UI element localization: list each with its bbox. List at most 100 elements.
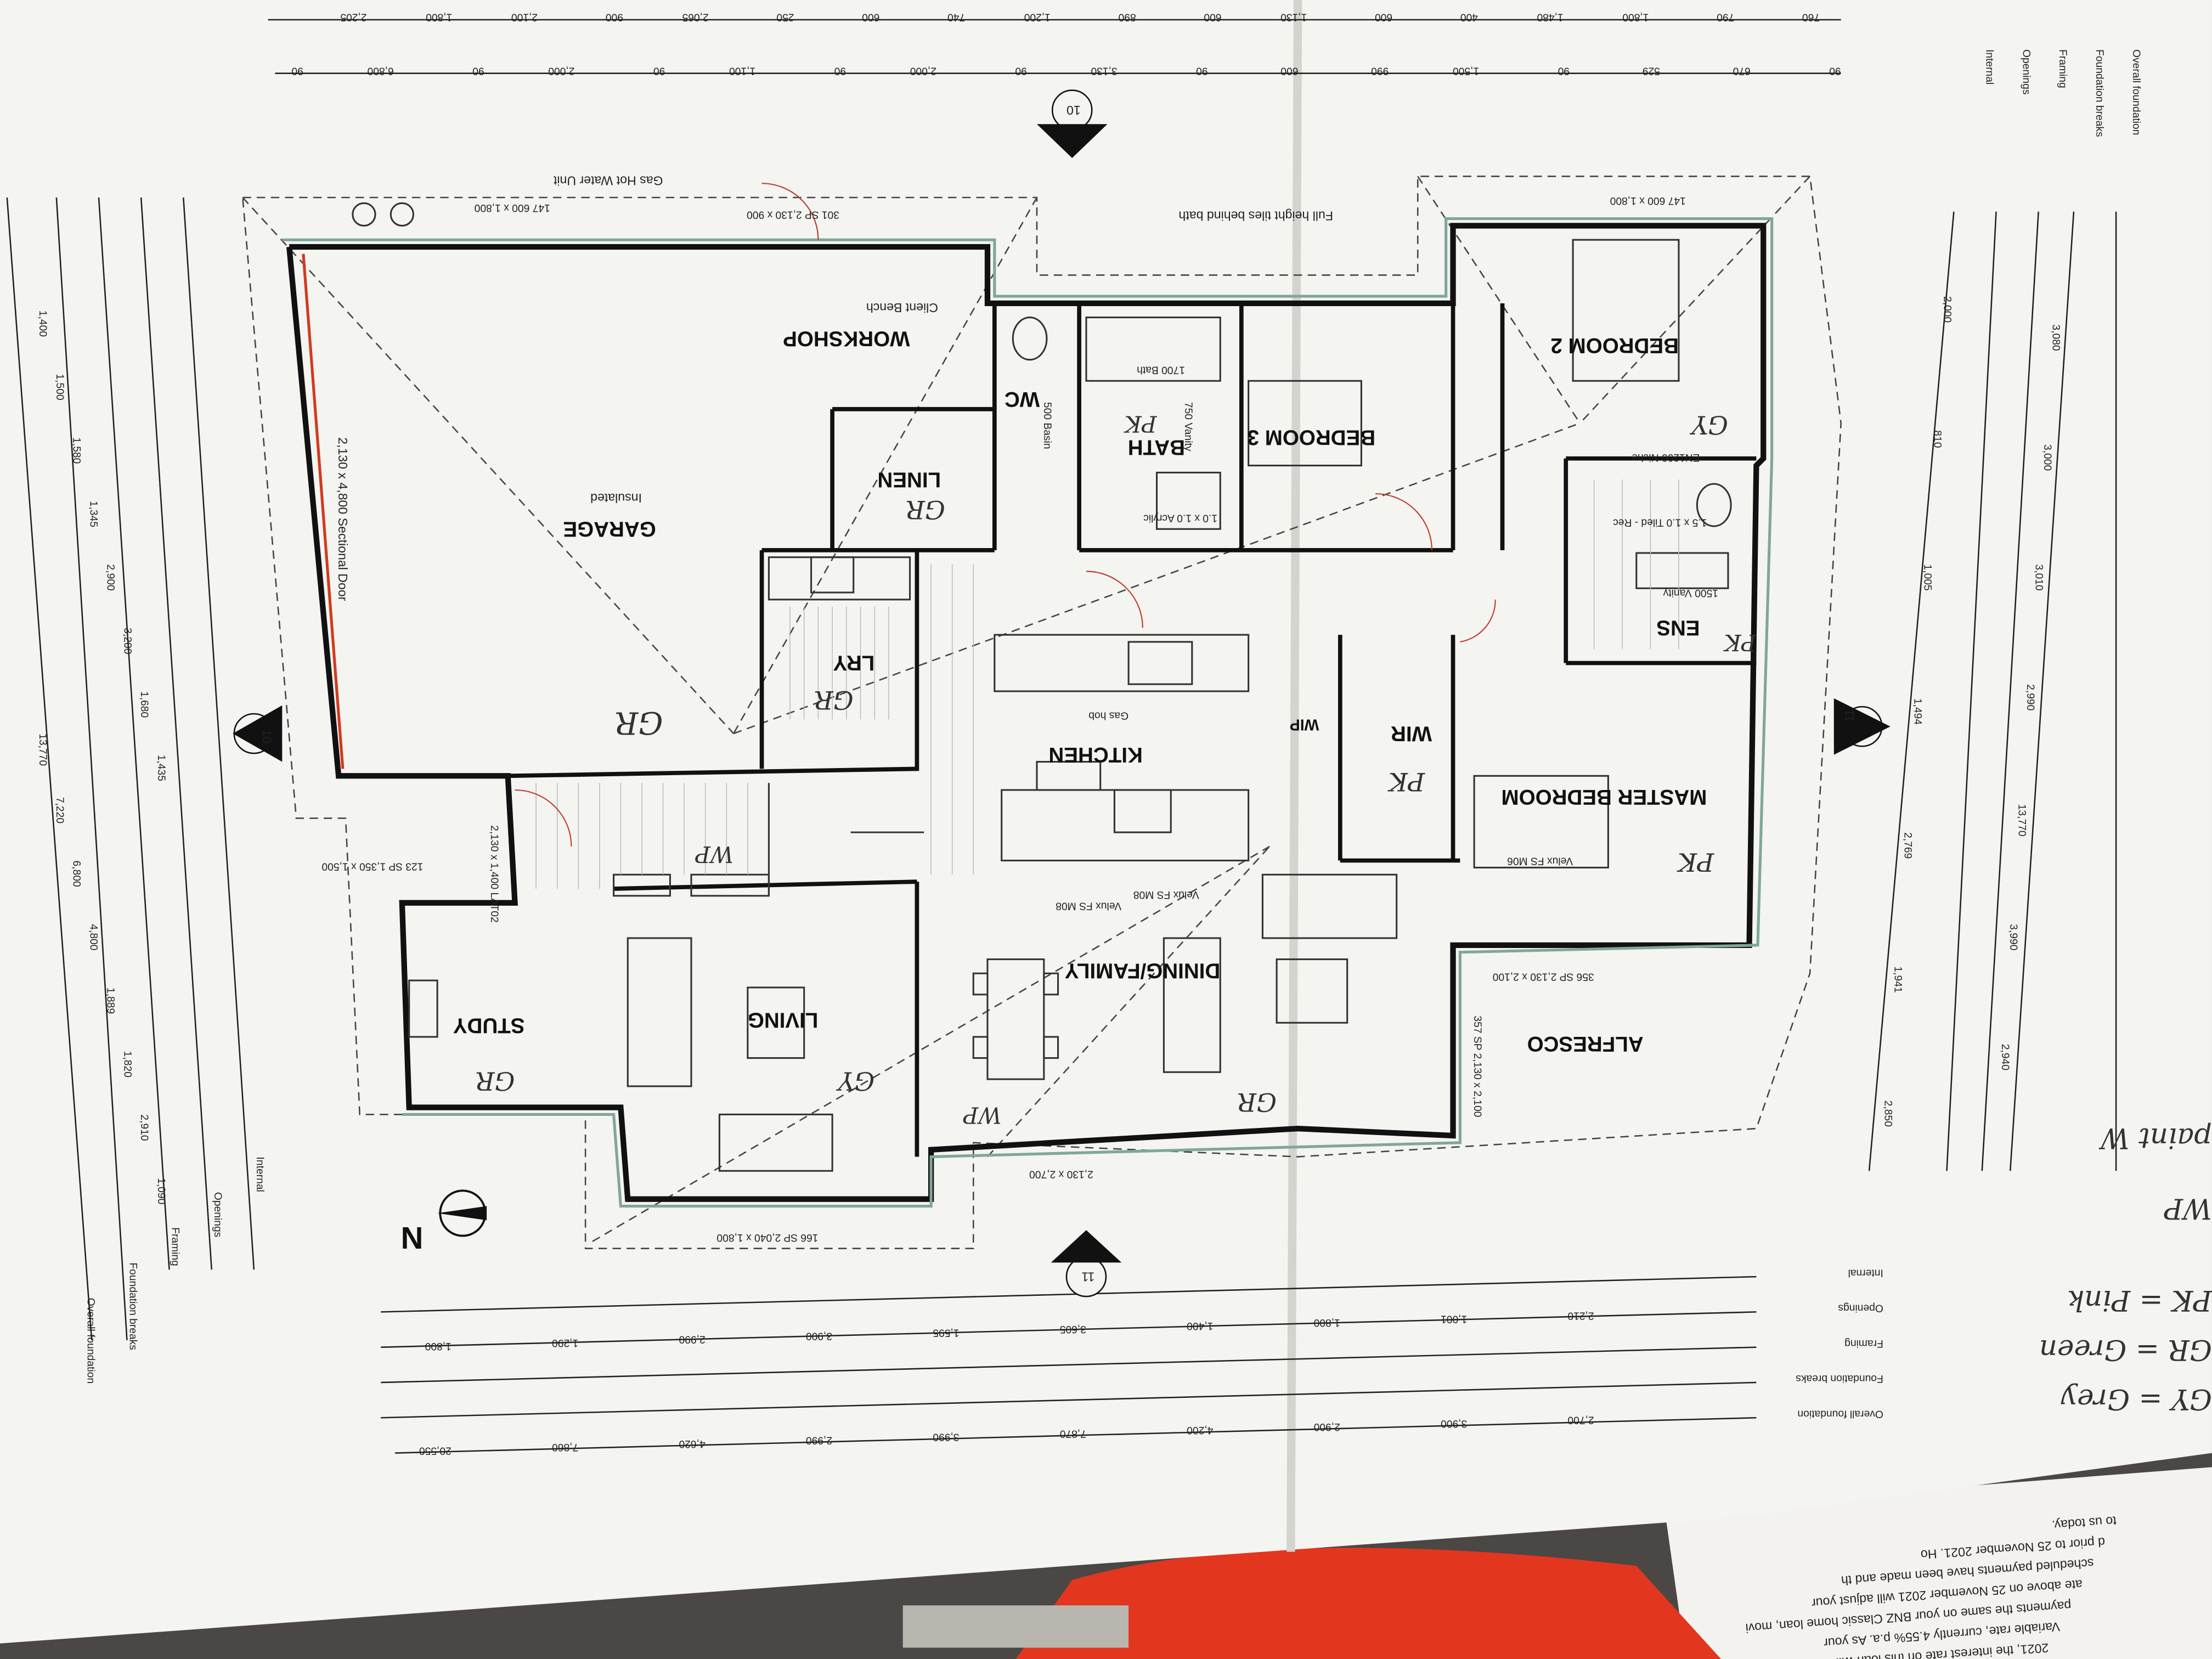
right-labels-item: Openings (2020, 49, 2032, 94)
top-int-text-item: 90 (1829, 65, 1841, 76)
top-open-text-item: 890 (1119, 12, 1136, 23)
note-window-166: 166 SP 2,040 x 1,800 (716, 1232, 818, 1243)
top-open-text-item: 400 (1460, 12, 1478, 23)
bottom-labels-item: Openings (1838, 1302, 1883, 1314)
bottom-labels-item: Framing (1844, 1338, 1883, 1349)
note-sp-356: 356 SP 2,130 x 2,100 (1493, 970, 1594, 982)
hw-gr-lry: GR (814, 685, 854, 715)
bottom-text-item: 7,860 (552, 1441, 578, 1453)
note-gas-hob: Gas hob (1088, 710, 1128, 721)
right-fr-text-item: 3,000 (2041, 444, 2053, 471)
right-int-text-item: 2,769 (1901, 832, 1913, 859)
left-text-item: 1,435 (155, 755, 167, 781)
right-fr-text-item: 3,080 (2050, 324, 2061, 351)
left-text-item: 7,220 (54, 797, 65, 823)
right-labels-item: Internal (1984, 49, 1995, 84)
left-text-item: 1,090 (155, 1178, 167, 1204)
marker-11-bottom: 11 (1081, 1269, 1094, 1284)
top-int-text-item: 90 (1196, 65, 1207, 76)
hw-pk-master: PK (1677, 848, 1714, 877)
bottom-text-item: 1,290 (552, 1337, 578, 1348)
top-open-text-item: 2,065 (682, 12, 709, 23)
note-client-bench: Client Bench (866, 301, 938, 315)
hw-key-grey: GY = Grey (2061, 1383, 2212, 1415)
right-int-text-item: 1,941 (1892, 966, 1903, 992)
top-int-text-item: 90 (653, 65, 665, 76)
bottom-text-item: 7,870 (1060, 1427, 1086, 1439)
room-bedroom3: BEDROOM 3 (1248, 425, 1376, 449)
right-int-text-item: 1,494 (1911, 698, 1923, 725)
letter-sheet (1664, 1467, 2212, 1659)
left-text-item: 1,580 (71, 437, 82, 464)
note-velux-2: Velux FS M08 (1133, 889, 1199, 900)
right-fr-text-item: 2,940 (1999, 1044, 2011, 1070)
room-living: LIVING (748, 1008, 819, 1031)
marker-11-right: 11 (1842, 709, 1857, 723)
room-wir: WIR (1391, 721, 1432, 745)
right-int-text-item: 2,000 (1941, 296, 1953, 323)
left-text-item: 1,820 (121, 1051, 133, 1077)
top-open-text-item: 760 (1802, 12, 1820, 23)
handwritten-annotations: GR GR GR GY GR GR PK PK GY PK PK WP WP G… (476, 410, 2212, 1415)
top-open-text-item: 1,800 (1622, 12, 1649, 23)
top-open-text-item: 1,800 (426, 12, 452, 23)
left-text-item: 1,400 (37, 311, 48, 337)
hw-gr-garage: GR (615, 705, 663, 741)
room-master-bedroom: MASTER BEDROOM (1501, 785, 1707, 809)
right-int-text-item: 2,850 (1882, 1101, 1893, 1127)
room-workshop: WORKSHOP (783, 326, 910, 350)
note-sectional-door: 2,130 x 4,800 Sectional Door (336, 437, 350, 601)
note-acrylic: 1.0 x 1.0 Acrylic (1143, 512, 1217, 524)
top-open-text-item: 600 (1204, 12, 1221, 23)
hw-pk-bath: PK (1124, 411, 1158, 437)
hw-gr-linen: GR (906, 495, 945, 524)
left-text-item: 6,800 (71, 861, 82, 887)
room-labels: WORKSHOP GARAGE LINEN WC BATH BEDROOM 3 … (453, 326, 1707, 1056)
top-open-text-item: 1,480 (1537, 12, 1563, 23)
top-int-text-item: 670 (1733, 65, 1751, 76)
top-open-text-item: 2,100 (511, 12, 538, 23)
note-sp-357: 357 SP 2,130 x 2,100 (1471, 1015, 1483, 1117)
top-int-text-item: 90 (1558, 65, 1570, 76)
top-int-text-item: 1,100 (729, 65, 755, 76)
top-int-text-item: 600 (1280, 65, 1298, 76)
top-open-text-item: 600 (1375, 12, 1392, 23)
top-int-text-item: 90 (472, 65, 484, 76)
right-fr-text-item: 3,990 (2007, 924, 2019, 950)
right-labels-item: Framing (2057, 49, 2068, 88)
note-window-147a: 147 600 x 1,800 (475, 202, 550, 213)
bottom-text-item: 1,400 (1187, 1320, 1213, 1331)
bottom-text-item: 2,210 (1567, 1310, 1594, 1321)
note-sp-301: 301 SP 2,130 x 900 (747, 209, 839, 221)
note-500-basin: 500 Basin (1041, 402, 1053, 449)
right-fr-text-item: 3,010 (2033, 565, 2045, 591)
note-window-147b: 147 600 x 1,800 (1610, 195, 1686, 206)
left-text-item: 2,900 (104, 565, 116, 591)
bottom-text-item: 3,900 (806, 1330, 832, 1341)
bottom-text-item: 2,900 (1314, 1421, 1340, 1432)
left-text-item: 1,680 (138, 691, 150, 718)
left-text-item: 3,200 (121, 628, 133, 654)
top-int-text-item: 2,000 (548, 65, 574, 76)
top-int-text-item: 1,500 (1453, 65, 1479, 76)
left-labels-item: Framing (170, 1227, 181, 1266)
left-dimension-values: 13,7707,2206,8004,8001,8891,8202,9101,09… (37, 311, 167, 1205)
north-label: N (401, 1221, 424, 1255)
interior-walls (507, 303, 1757, 1157)
bottom-text-item: 2,990 (806, 1435, 832, 1446)
hw-key-paint: paint W (2098, 1121, 2212, 1154)
tile-hatching (535, 479, 1679, 889)
hw-gy-bed2: GY (1689, 410, 1728, 440)
bottom-labels-item: Internal (1848, 1267, 1883, 1278)
right-int-text-item: 810 (1931, 430, 1943, 448)
right-labels-item: Overall foundation (2130, 49, 2142, 135)
left-labels-item: Openings (212, 1192, 223, 1237)
hw-gr-dining: GR (1237, 1087, 1277, 1117)
marker-10-top: 10 (1066, 103, 1081, 117)
top-open-text-item: 1,200 (1024, 12, 1051, 23)
note-door-lat02: 2,130 x 1,400 LAT02 (488, 825, 500, 922)
